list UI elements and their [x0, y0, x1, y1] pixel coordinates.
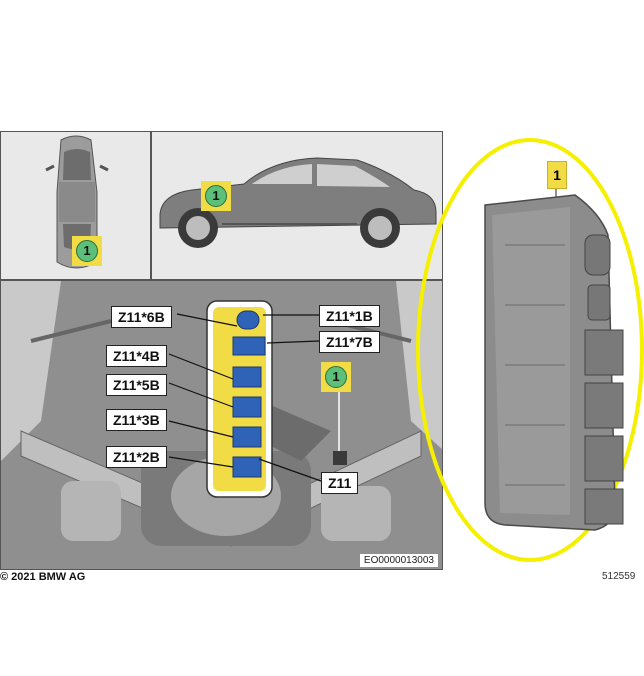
callout-z11-7b: Z11*7B [319, 331, 380, 353]
document-number: EO0000013003 [359, 554, 438, 567]
car-top-view-panel: 1 [0, 131, 151, 280]
car-side-view-illustration [159, 157, 437, 248]
location-marker-engine-view: 1 [321, 362, 351, 392]
image-number: 512559 [602, 571, 636, 582]
location-marker-side-view: 1 [201, 181, 231, 211]
callout-z11-5b: Z11*5B [106, 374, 167, 396]
callout-z11: Z11 [321, 472, 359, 494]
callout-z11-6b: Z11*6B [111, 306, 172, 328]
location-marker-top-view: 1 [72, 236, 102, 266]
component-label-marker: 1 [547, 161, 567, 189]
marker-number: 1 [205, 185, 227, 207]
engine-bay-panel: Z11*6B Z11*1B Z11*7B Z11*4B Z11*5B Z11*3… [0, 280, 443, 570]
callout-z11-2b: Z11*2B [106, 446, 167, 468]
callout-z11-1b: Z11*1B [319, 305, 380, 327]
car-side-view-panel: 1 [151, 131, 443, 280]
callout-z11-3b: Z11*3B [106, 409, 167, 431]
callout-z11-4b: Z11*4B [106, 345, 167, 367]
component-detail-illustration [416, 138, 644, 562]
copyright-notice: © 2021 BMW AG [0, 571, 86, 583]
marker-number: 1 [325, 366, 347, 388]
marker-number: 1 [76, 240, 98, 262]
